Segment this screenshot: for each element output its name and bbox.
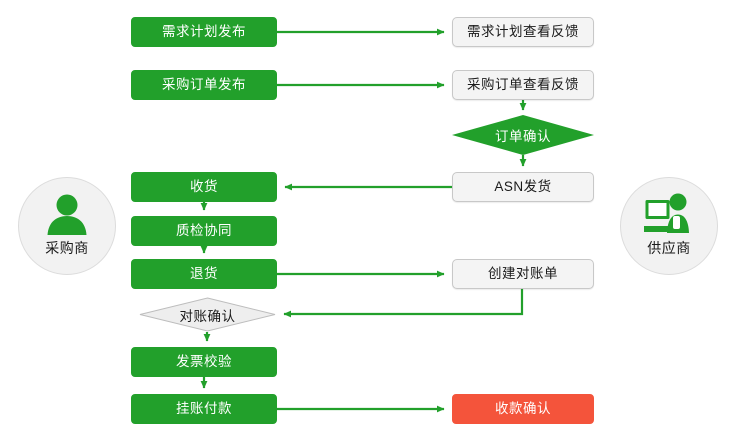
actor-buyer-label: 采购商 xyxy=(45,240,89,256)
node-receipt-confirm[interactable]: 收款确认 xyxy=(452,394,594,424)
node-invoice-verification[interactable]: 发票校验 xyxy=(131,347,277,377)
edge-statement-to-confirm xyxy=(283,289,524,318)
actor-supplier-label: 供应商 xyxy=(647,240,691,256)
node-demand-plan-publish[interactable]: 需求计划发布 xyxy=(131,17,277,47)
node-demand-plan-review[interactable]: 需求计划查看反馈 xyxy=(452,17,594,47)
node-purchase-order-publish[interactable]: 采购订单发布 xyxy=(131,70,277,100)
actor-supplier[interactable]: 供应商 xyxy=(620,177,718,275)
node-purchase-order-review[interactable]: 采购订单查看反馈 xyxy=(452,70,594,100)
person-at-computer-icon xyxy=(643,192,695,236)
person-icon xyxy=(41,192,93,236)
node-return-goods[interactable]: 退货 xyxy=(131,259,277,289)
node-quality-collaboration[interactable]: 质检协同 xyxy=(131,216,277,246)
node-statement-confirm-label: 对账确认 xyxy=(179,308,236,324)
node-asn-shipment[interactable]: ASN发货 xyxy=(452,172,594,202)
node-payable-payment[interactable]: 挂账付款 xyxy=(131,394,277,424)
node-create-statement[interactable]: 创建对账单 xyxy=(452,259,594,289)
node-order-confirm-label: 订单确认 xyxy=(495,129,551,144)
node-goods-receipt[interactable]: 收货 xyxy=(131,172,277,202)
actor-buyer[interactable]: 采购商 xyxy=(18,177,116,275)
node-order-confirm[interactable]: 订单确认 xyxy=(452,115,594,155)
node-statement-confirm[interactable]: 对账确认 xyxy=(139,297,276,332)
